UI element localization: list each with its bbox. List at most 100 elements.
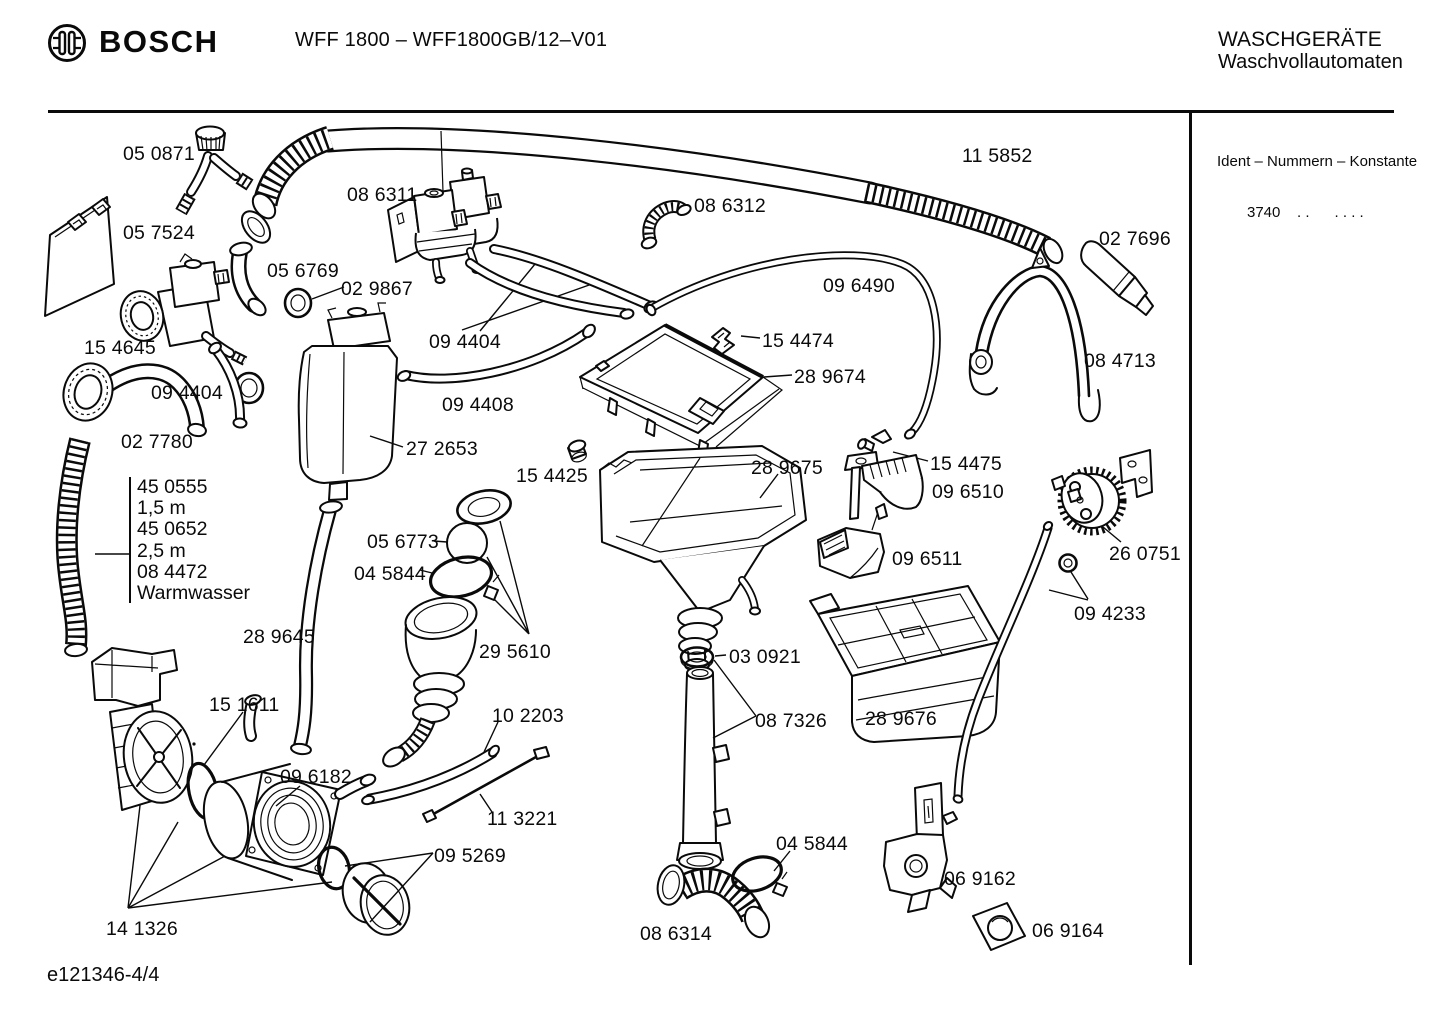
hose-illustration-094404-left [208, 341, 248, 429]
tap-connector-illustration-050871 [175, 125, 254, 216]
elbow-illustration-086314 [656, 864, 771, 939]
pressure-hose-illustration-right [952, 521, 1054, 804]
header-rule [48, 110, 1394, 113]
nipple-illustration-154475 [857, 429, 929, 462]
department-block: WASCHGERÄTE Waschvollautomaten [1218, 28, 1403, 74]
part-number-label: 05 6769 [267, 260, 339, 282]
tube-illustration-289645 [290, 500, 343, 756]
part-number-label: 28 9645 [243, 626, 315, 648]
clip-illustration-154474 [711, 327, 761, 355]
part-number-label: 05 7524 [123, 222, 195, 244]
hose-illustration-094408 [396, 323, 596, 384]
department-line1: WASCHGERÄTE [1218, 28, 1382, 51]
insert-illustration-096511 [817, 503, 888, 579]
part-number-label: 08 6312 [694, 195, 766, 217]
pump-group-illustration-141326 [91, 647, 434, 936]
part-number-label: 09 6510 [932, 481, 1004, 503]
cap-illustration-069164 [972, 902, 1026, 951]
dispenser-container-illustration-272653 [297, 302, 398, 501]
part-number-label: 08 4713 [1084, 350, 1156, 372]
grommet-illustration-094233 [1048, 553, 1089, 601]
part-number-label: 28 9675 [751, 457, 823, 479]
part-number-label: 02 9867 [341, 278, 413, 300]
part-number-label: 05 6773 [367, 531, 439, 553]
hose-note-bracket [129, 477, 131, 603]
cable-tie-illustration-113221 [422, 746, 550, 823]
part-number-label: 09 6182 [280, 766, 352, 788]
hose-pair-illustration-094404 [461, 244, 659, 332]
solenoid-valve-illustration-086311 [387, 130, 502, 284]
part-number-label: 04 5844 [776, 833, 848, 855]
bosch-logo-icon [48, 24, 86, 62]
part-number-label: 28 9676 [865, 708, 937, 730]
part-number-label: 15 4475 [930, 453, 1002, 475]
part-number-label: 02 7780 [121, 431, 193, 453]
model-title: WFF 1800 – WFF1800GB/12–V01 [295, 29, 608, 51]
part-number-label: 15 4645 [84, 337, 156, 359]
document-number: e121346-4/4 [47, 964, 160, 986]
part-number-label: 14 1326 [106, 918, 178, 940]
part-number-label: 06 9164 [1032, 920, 1104, 942]
part-number-label: 09 6511 [892, 548, 963, 570]
part-number-label: 09 4404 [151, 382, 223, 404]
part-number-label: 27 2653 [406, 438, 478, 460]
drawer-illustration-289676 [809, 585, 1001, 743]
seal-ring-illustration-029867 [283, 287, 313, 319]
standpipe-illustration-087326 [676, 659, 757, 870]
bracket-illustration-069162 [883, 782, 958, 913]
dispenser-housing-illustration-289675 [599, 445, 807, 672]
cap-illustration-027696 [1080, 240, 1154, 316]
cover-plate-illustration-057524 [44, 196, 115, 317]
part-number-label: 29 5610 [479, 641, 551, 663]
part-number-label: 08 6314 [640, 923, 712, 945]
part-number-label: 28 9674 [794, 366, 866, 388]
part-number-label: 15 4425 [516, 465, 588, 487]
clamp-illustration-045844 [731, 850, 791, 897]
ident-box: Ident – Nummern – Konstante 3740 . . . .… [1217, 119, 1417, 255]
elbow-hose-illustration-056769 [229, 241, 267, 317]
funnel-group-illustration-295610 [382, 489, 530, 768]
part-number-label: 09 4233 [1074, 603, 1146, 625]
fill-hose-illustration-115852 [240, 126, 1064, 265]
ident-line2: 3740 . . . . . . [1247, 204, 1364, 221]
inlet-valve-illustration-154645 [119, 253, 248, 366]
ident-line1: Ident – Nummern – Konstante [1217, 153, 1418, 170]
part-number-label: 11 3221 [487, 808, 558, 830]
part-number-label: 05 0871 [123, 143, 195, 165]
grommet-illustration-154425 [567, 439, 587, 463]
department-line2: Waschvollautomaten [1218, 51, 1403, 73]
hose-note-line: 08 4472 [137, 560, 208, 583]
part-number-label: 15 4474 [762, 330, 834, 352]
dispenser-cover-illustration-289674 [579, 323, 783, 458]
part-number-label: 09 6490 [823, 275, 895, 297]
hose-note-line: 1,5 m [137, 497, 186, 520]
part-number-label: 09 4408 [442, 394, 514, 416]
hose-note-line: 45 0652 [137, 518, 208, 541]
hose-illustration-096490 [645, 251, 941, 440]
part-number-label: 02 7696 [1099, 228, 1171, 250]
part-number-label: 11 5852 [962, 145, 1033, 167]
part-number-label: 08 7326 [755, 710, 827, 732]
side-rule [1189, 111, 1192, 965]
part-number-label: 03 0921 [729, 646, 801, 668]
brand-wordmark: BOSCH [99, 24, 219, 59]
sensor-illustration-260751 [1051, 449, 1153, 543]
hose-illustration-102203 [361, 721, 500, 806]
part-number-label: 04 5844 [354, 563, 426, 585]
hose-note-line: Warmwasser [137, 582, 251, 605]
part-number-label: 09 4404 [429, 331, 501, 353]
hose-holder-illustration-084713 [968, 247, 1101, 423]
part-number-label: 26 0751 [1109, 543, 1181, 565]
leader-lines [95, 286, 793, 555]
part-number-label: 09 5269 [434, 845, 506, 867]
hose-note-line: 2,5 m [137, 539, 186, 562]
siphon-illustration-096510 [844, 451, 924, 520]
part-number-label: 06 9162 [944, 868, 1016, 890]
elbow-illustration-086312 [640, 200, 692, 250]
hose-note-line: 45 0555 [137, 476, 208, 498]
part-number-label: 15 1611 [209, 694, 280, 716]
part-number-label: 10 2203 [492, 705, 564, 727]
